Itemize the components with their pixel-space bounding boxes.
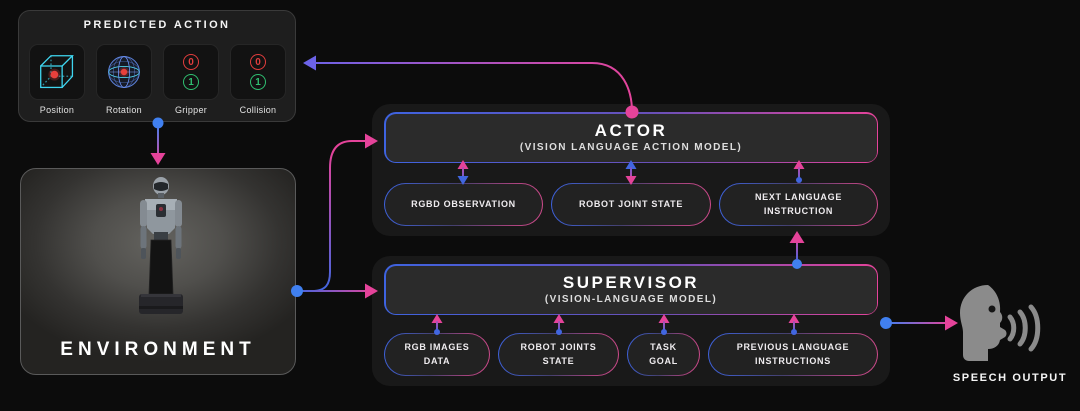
pill-rgb-images-data: RGB IMAGES DATA bbox=[384, 333, 490, 376]
tile-rotation-label: Rotation bbox=[106, 105, 142, 115]
environment-title: ENVIRONMENT bbox=[60, 339, 256, 360]
tile-collision: 0 1 Collision bbox=[230, 44, 286, 115]
collision-state-values: 0 1 bbox=[230, 44, 286, 100]
supervisor-subtitle: (VISION-LANGUAGE MODEL) bbox=[544, 294, 718, 306]
supervisor-group: SUPERVISOR (VISION-LANGUAGE MODEL) RGB I… bbox=[372, 256, 890, 386]
pill-previous-language-instructions: PREVIOUS LANGUAGE INSTRUCTIONS bbox=[708, 333, 878, 376]
tile-position: Position bbox=[29, 44, 85, 115]
predicted-action-title: PREDICTED ACTION bbox=[83, 19, 231, 31]
arrow-supervisor-to-speech-output bbox=[880, 315, 958, 331]
humanoid-robot-image bbox=[131, 176, 191, 334]
predicted-action-panel: PREDICTED ACTION Position bbox=[18, 10, 296, 122]
tile-position-label: Position bbox=[39, 105, 75, 115]
pill-robot-joints-state: ROBOT JOINTS STATE bbox=[498, 333, 619, 376]
arrow-environment-to-actor bbox=[296, 133, 378, 292]
speaking-head-icon bbox=[956, 283, 1052, 363]
pill-robot-joint-state: ROBOT JOINT STATE bbox=[551, 183, 711, 226]
pill-next-language-instruction: NEXT LANGUAGE INSTRUCTION bbox=[719, 183, 878, 226]
position-cube-icon bbox=[29, 44, 85, 100]
environment-panel: ENVIRONMENT bbox=[20, 168, 296, 375]
gripper-value-1: 1 bbox=[183, 74, 199, 90]
predicted-action-tiles: Position Rotation bbox=[29, 44, 287, 115]
pill-rgbd-observation: RGBD OBSERVATION bbox=[384, 183, 543, 226]
pill-task-goal: TASK GOAL bbox=[627, 333, 700, 376]
tile-gripper: 0 1 Gripper bbox=[163, 44, 219, 115]
actor-subtitle: (VISION LANGUAGE ACTION MODEL) bbox=[519, 142, 743, 154]
collision-value-0: 0 bbox=[250, 54, 266, 70]
rotation-sphere-icon bbox=[96, 44, 152, 100]
tile-gripper-label: Gripper bbox=[174, 105, 208, 115]
supervisor-title: SUPERVISOR bbox=[562, 272, 700, 292]
gripper-value-0: 0 bbox=[183, 54, 199, 70]
tile-collision-label: Collision bbox=[239, 105, 277, 115]
actor-inputs-row: RGBD OBSERVATION ROBOT JOINT STATE NEXT … bbox=[384, 183, 878, 226]
gripper-state-values: 0 1 bbox=[163, 44, 219, 100]
actor-box: ACTOR (VISION LANGUAGE ACTION MODEL) bbox=[384, 112, 878, 163]
actor-title: ACTOR bbox=[594, 120, 668, 140]
actor-group: ACTOR (VISION LANGUAGE ACTION MODEL) RGB… bbox=[372, 104, 890, 236]
collision-value-1: 1 bbox=[250, 74, 266, 90]
tile-rotation: Rotation bbox=[96, 44, 152, 115]
arrow-predicted-action-to-environment bbox=[150, 117, 166, 165]
supervisor-box: SUPERVISOR (VISION-LANGUAGE MODEL) bbox=[384, 264, 878, 315]
speech-output-label: SPEECH OUTPUT bbox=[952, 372, 1068, 384]
arrow-environment-to-supervisor bbox=[291, 283, 378, 299]
supervisor-inputs-row: RGB IMAGES DATA ROBOT JOINTS STATE TASK … bbox=[384, 333, 878, 376]
